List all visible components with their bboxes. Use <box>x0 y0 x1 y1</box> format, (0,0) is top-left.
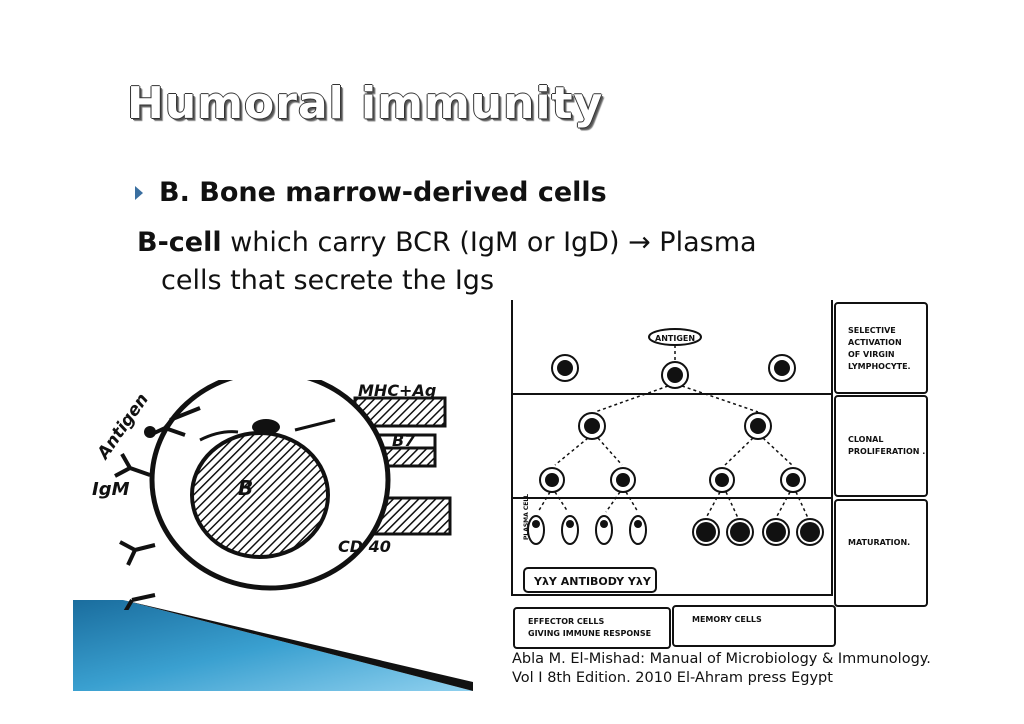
memory-cells-label: MEMORY CELLS <box>692 615 762 624</box>
svg-text:LYMPHOCYTE.: LYMPHOCYTE. <box>848 362 911 371</box>
proliferating-cells <box>539 412 806 493</box>
bullet-arrow-icon <box>135 185 143 200</box>
svg-text:OF VIRGIN: OF VIRGIN <box>848 350 895 359</box>
body-line1: which carry BCR (IgM or IgD) → Plasma <box>221 227 757 258</box>
b-label: B <box>238 476 253 500</box>
stage-maturation: MATURATION. <box>848 538 910 547</box>
stage-selective: SELECTIVE ACTIVATION OF VIRGIN LYMPHOCYT… <box>848 326 911 371</box>
antibody-label: YλY ANTIBODY YλY <box>533 575 652 588</box>
bullet-text: B. Bone marrow-derived cells <box>159 177 607 208</box>
svg-text:CLONAL: CLONAL <box>848 435 883 444</box>
effector-line2: GIVING IMMUNE RESPONSE <box>528 629 651 638</box>
plasma-cell-label: PLASMA CELL <box>523 494 530 540</box>
svg-text:SELECTIVE: SELECTIVE <box>848 326 896 335</box>
receptor-bars <box>353 396 452 536</box>
memory-cells <box>692 518 824 546</box>
b-cell-diagram: Antigen IgM B MHC+Ag B7 CD 40 <box>92 380 452 610</box>
cd40-label: CD 40 <box>338 537 391 556</box>
virgin-lymphocytes <box>551 354 796 389</box>
stage-clonal: CLONAL PROLIFERATION . <box>848 435 925 456</box>
body-paragraph: B-cell which carry BCR (IgM or IgD) → Pl… <box>137 224 877 300</box>
citation-line2: Vol I 8th Edition. 2010 El-Ahram press E… <box>512 670 833 686</box>
svg-text:ACTIVATION: ACTIVATION <box>848 338 902 347</box>
bullet-item: B. Bone marrow-derived cells <box>135 177 607 208</box>
svg-text:PROLIFERATION .: PROLIFERATION . <box>848 447 925 456</box>
bold-term: B-cell <box>137 227 222 258</box>
slide-title: Humoral immunity <box>127 78 604 129</box>
plasma-cells <box>527 515 647 545</box>
mhc-label: MHC+Ag <box>358 381 436 400</box>
citation: Abla M. El-Mishad: Manual of Microbiolog… <box>512 650 942 688</box>
b7-label: B7 <box>392 431 416 450</box>
body-line2: cells that secrete the Igs <box>161 265 495 296</box>
clonal-selection-diagram: ANTIGEN <box>511 300 928 649</box>
igm-label: IgM <box>92 479 130 500</box>
effector-line1: EFFECTOR CELLS <box>528 617 604 626</box>
citation-line1: Abla M. El-Mishad: Manual of Microbiolog… <box>512 651 931 667</box>
igm-receptors <box>114 406 201 610</box>
antigen-label: Antigen <box>92 390 153 465</box>
decorative-wedge <box>73 600 473 691</box>
b-cell-nucleus <box>190 431 330 559</box>
antigen-flow-label: ANTIGEN <box>655 334 695 343</box>
